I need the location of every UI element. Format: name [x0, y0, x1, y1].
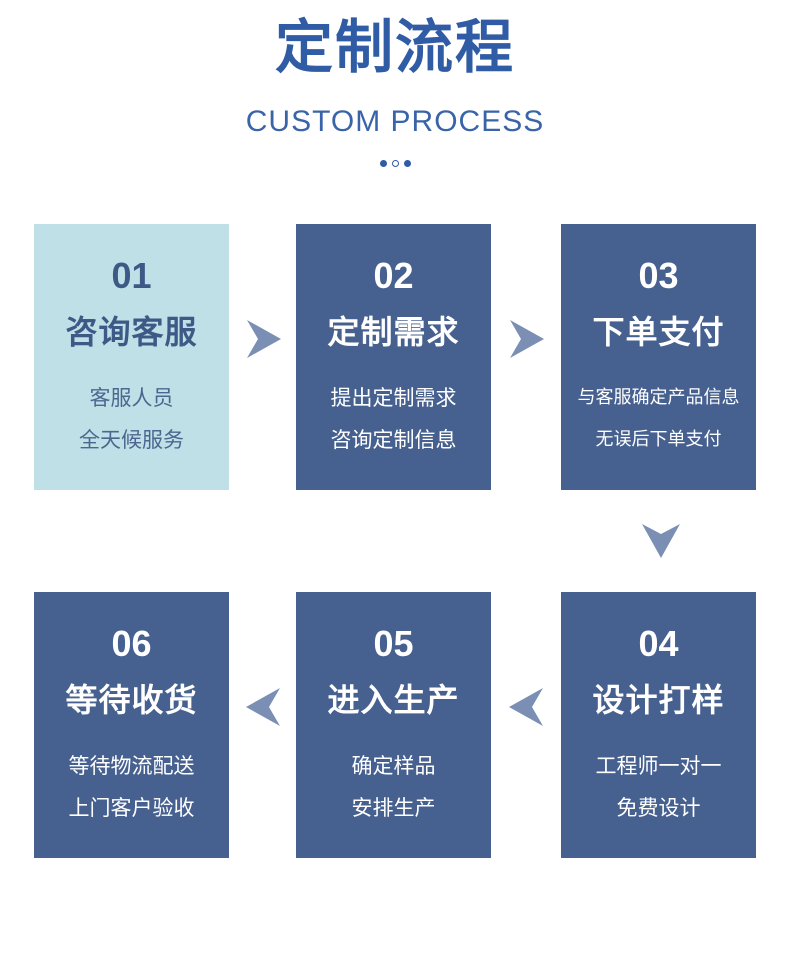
- step-name: 定制需求: [327, 313, 460, 351]
- chevron-right-icon: [510, 320, 544, 358]
- step-number: 01: [111, 255, 152, 296]
- step-desc-line1: 与客服确定产品信息: [577, 387, 740, 408]
- step-desc-line2: 无误后下单支付: [595, 429, 722, 450]
- step-card-04: 04 设计打样 工程师一对一 免费设计: [561, 592, 756, 858]
- step-desc-line1: 客服人员: [89, 386, 174, 410]
- chevron-right-icon: [247, 320, 281, 358]
- step-desc-line2: 全天候服务: [79, 428, 184, 452]
- step-name: 设计打样: [592, 681, 725, 719]
- page-subtitle: CUSTOM PROCESS: [245, 105, 545, 138]
- page-title: 定制流程: [274, 13, 515, 81]
- step-card-05: 05 进入生产 确定样品 安排生产: [296, 592, 491, 858]
- dot-icon: [380, 160, 387, 167]
- step-desc-line2: 免费设计: [616, 796, 701, 820]
- step-desc-line1: 工程师一对一: [595, 754, 722, 778]
- step-name: 等待收货: [65, 681, 198, 719]
- step-card-02: 02 定制需求 提出定制需求 咨询定制信息: [296, 224, 491, 490]
- chevron-left-icon: [509, 688, 543, 726]
- step-card-01: 01 咨询客服 客服人员 全天候服务: [34, 224, 229, 490]
- step-desc-line1: 提出定制需求: [330, 386, 457, 410]
- chevron-left-icon: [246, 688, 280, 726]
- step-number: 04: [638, 623, 679, 664]
- step-desc-line1: 等待物流配送: [68, 754, 195, 778]
- step-desc-line2: 安排生产: [351, 796, 436, 820]
- step-name: 下单支付: [592, 313, 725, 351]
- step-card-03: 03 下单支付 与客服确定产品信息 无误后下单支付: [561, 224, 756, 490]
- dot-icon: [404, 160, 411, 167]
- step-name: 进入生产: [327, 681, 460, 719]
- step-number: 03: [638, 255, 679, 296]
- decorative-dots: [380, 158, 412, 170]
- step-card-06: 06 等待收货 等待物流配送 上门客户验收: [34, 592, 229, 858]
- chevron-down-icon: [642, 524, 680, 558]
- step-name: 咨询客服: [65, 313, 198, 351]
- step-desc-line2: 咨询定制信息: [330, 428, 457, 452]
- step-number: 05: [373, 623, 414, 664]
- step-desc-line2: 上门客户验收: [68, 796, 195, 820]
- dot-icon: [392, 160, 399, 167]
- step-desc-line1: 确定样品: [351, 754, 436, 778]
- step-number: 02: [373, 255, 414, 296]
- step-number: 06: [111, 623, 152, 664]
